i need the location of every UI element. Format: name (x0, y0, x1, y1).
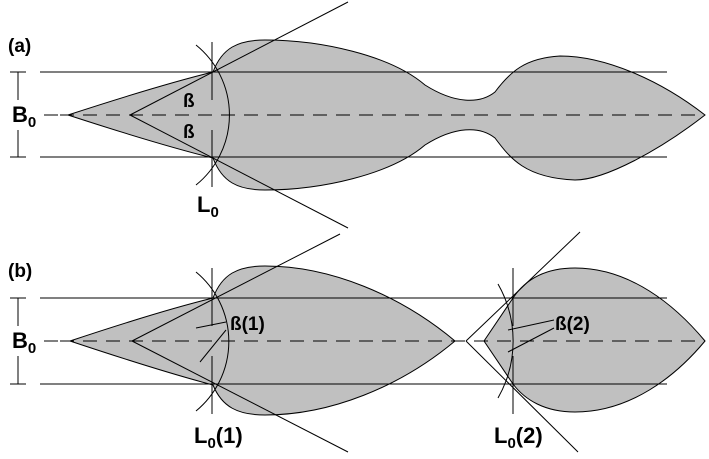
panel-b-angle-line-2-upper (465, 231, 581, 342)
panel-a-length-label: L0 (197, 192, 219, 221)
panel-b-shape-1 (68, 265, 456, 416)
panel-b-angle-line-1-upper (131, 233, 341, 342)
panel-b-shape-2 (483, 267, 706, 413)
panel-b-leader-1b (199, 329, 227, 363)
panel-a: (a) B0 ß ß L0 (8, 1, 706, 229)
panel-a-label: (a) (8, 36, 31, 57)
panel-a-width-label: B0 (12, 102, 36, 131)
panel-b-length-label-1: L0(1) (194, 423, 243, 452)
panel-b-angle-line-2-lower (465, 340, 579, 453)
panel-b-arc-2 (497, 283, 514, 399)
panel-b: (b) B0 ß(1) ß(2) L0(1) L0(2) (8, 231, 706, 453)
panel-b-angle-label-2: ß(2) (555, 314, 590, 335)
panel-b-angle-label-1: ß(1) (230, 314, 265, 335)
panel-b-leader-1a (195, 321, 227, 329)
panel-b-arc-1 (195, 271, 230, 412)
panel-b-width-label: B0 (12, 328, 36, 357)
panel-a-arc (195, 44, 230, 186)
panel-b-angle-line-1-lower (131, 340, 349, 453)
panel-b-label: (b) (8, 261, 32, 282)
panel-b-leader-2b (507, 327, 555, 353)
panel-a-angle-line-upper (129, 1, 349, 116)
panel-b-leader-2a (507, 319, 555, 331)
panel-a-angle-label-upper: ß (183, 91, 195, 112)
panel-a-angle-label-lower: ß (183, 122, 195, 143)
panel-b-length-label-2: L0(2) (494, 423, 543, 452)
panel-a-angle-line-lower (129, 114, 349, 229)
